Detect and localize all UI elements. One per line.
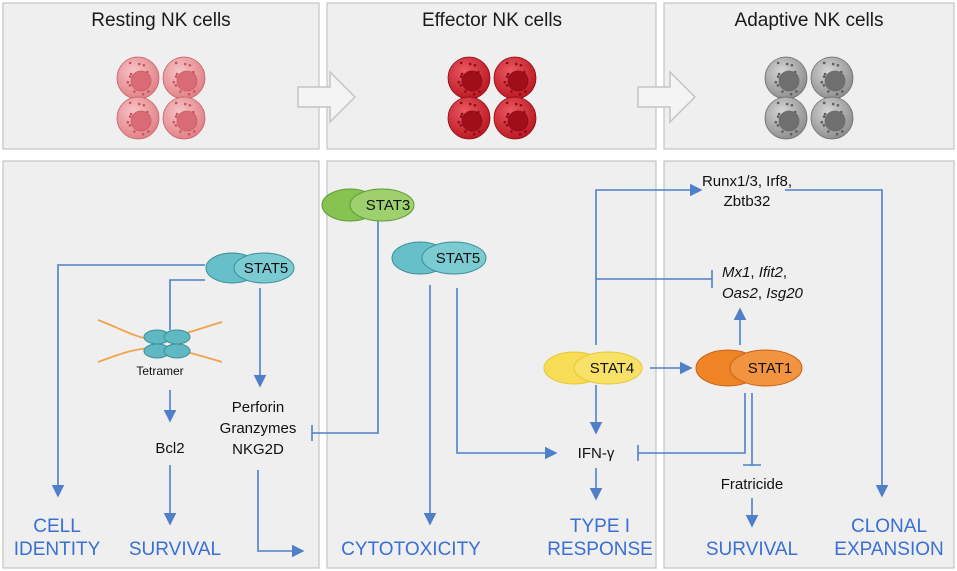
arrow-stat4-to-runx [595, 183, 703, 345]
panel-resting-top [2, 2, 320, 150]
bcl2-label: Bcl2 [155, 440, 184, 457]
stat1-molecule: STAT1 [695, 349, 803, 387]
panel-adaptive-top [663, 2, 955, 150]
header-effector: Effector NK cells [422, 10, 562, 31]
line-stat5-to-tetramer [169, 279, 205, 330]
tetramer-label: Tetramer [136, 364, 183, 378]
stat5-mid-molecule: STAT5 [391, 241, 487, 275]
outcome-clonal: CLONAL [851, 516, 927, 537]
granzymes-label: Granzymes [220, 420, 297, 437]
stat5-left-label: STAT5 [244, 260, 288, 277]
nk-cell [162, 96, 206, 140]
transition-arrow-1 [297, 70, 357, 124]
panel-effector-top [326, 2, 657, 150]
nk-cell [810, 56, 854, 100]
nk-cell [447, 96, 491, 140]
nk-cell [810, 96, 854, 140]
outcome-survival-right: SURVIVAL [706, 539, 798, 560]
stat5-mid-label: STAT5 [436, 250, 480, 267]
inhibit-stat1-to-ifng [638, 393, 746, 454]
outcome-cytotoxicity: CYTOTOXICITY [341, 539, 481, 560]
stat5-left-molecule: STAT5 [205, 252, 295, 284]
stat1-label: STAT1 [748, 360, 792, 377]
fratricide-label: Fratricide [721, 476, 784, 493]
ifng-label: IFN-γ [578, 445, 615, 462]
isg20-label: Isg20 [766, 285, 803, 302]
panel-resting-bottom [2, 160, 320, 569]
outcome-response: RESPONSE [547, 539, 653, 560]
resting-cells [116, 56, 206, 140]
outcome-identity: IDENTITY [14, 539, 101, 560]
arrow-nkg2d-to-cytotoxicity [257, 470, 305, 558]
nk-cell [116, 96, 160, 140]
arrow-runx-to-clonal-expansion [785, 189, 889, 498]
nk-cell [764, 56, 808, 100]
tetramer-icon [97, 319, 223, 363]
header-resting: Resting NK cells [91, 10, 230, 31]
nk-cell [493, 96, 537, 140]
arrow-stat5-to-cell-identity [51, 264, 205, 498]
outcome-survival-left: SURVIVAL [129, 539, 221, 560]
outcome-expansion: EXPANSION [834, 539, 943, 560]
mx1-label: Mx1 [722, 264, 750, 281]
effector-cells [447, 56, 537, 140]
oas2-label: Oas2 [722, 285, 759, 302]
arrow-stat5-to-ifng [456, 288, 558, 460]
isg-line2: Oas2, Isg20 [722, 285, 804, 302]
header-adaptive: Adaptive NK cells [735, 10, 884, 31]
nk-cell [116, 56, 160, 100]
inhibit-stat3-to-perforin [312, 200, 379, 434]
nk-cell [764, 96, 808, 140]
adaptive-cells [764, 56, 854, 140]
ifit2-label: Ifit2 [759, 264, 784, 281]
runx-label-line1: Runx1/3, Irf8, [702, 173, 792, 190]
nk-cell [162, 56, 206, 100]
transition-arrow-2 [637, 70, 697, 124]
stat3-molecule: STAT3 [321, 188, 415, 222]
outcome-cell: CELL [33, 516, 81, 537]
stat4-molecule: STAT4 [543, 351, 643, 385]
stat3-label: STAT3 [366, 197, 410, 214]
runx-label-line2: Zbtb32 [724, 193, 771, 210]
outcome-type-i: TYPE I [570, 516, 630, 537]
stat4-label: STAT4 [590, 360, 634, 377]
nk-cell [447, 56, 491, 100]
nk-cell [493, 56, 537, 100]
isg-line1: Mx1, Ifit2, [722, 264, 787, 281]
nkg2d-label: NKG2D [232, 441, 284, 458]
perforin-label: Perforin [232, 399, 285, 416]
